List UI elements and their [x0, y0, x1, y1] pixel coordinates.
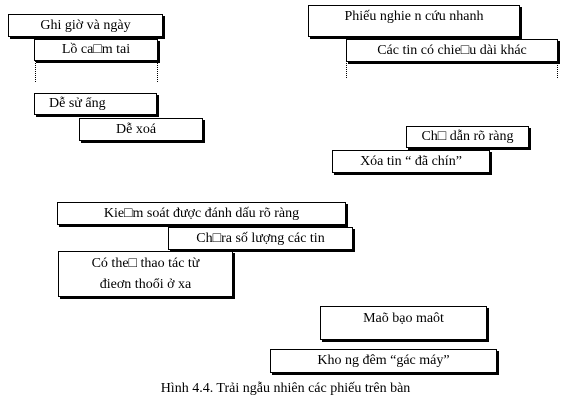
card-thao-tac-tu-xa: Có the□ thao tác từ đieơn thoổi ở xa — [58, 251, 233, 297]
card-de-su-dung: Dễ sử ẩng — [34, 93, 157, 115]
card-ghi-gio-va-ngay: Ghi giờ và ngày — [8, 14, 163, 37]
card-thao-tac-line-1: Có the□ thao tác từ — [91, 256, 200, 271]
guide-line-right-1 — [346, 60, 347, 78]
card-lo-cam-tai: Lồ ca□m tai — [34, 39, 158, 61]
guide-line-left-2 — [157, 60, 158, 82]
card-khong-dem-gac-may: Kho ng đêm “gác máy” — [270, 349, 497, 373]
card-de-xoa: Dễ xoá — [79, 118, 203, 141]
card-cac-tin-co-chieu-dai-khac: Các tin có chie□u dài khác — [346, 39, 558, 62]
card-xoa-tin-da-chin: Xóa tin “ đã chín” — [332, 150, 490, 173]
guide-line-left-1 — [35, 60, 36, 82]
card-thao-tac-line-2: đieơn thoổi ở xa — [99, 277, 192, 292]
card-kiem-soat-danh-dau: Kie□m soát được đánh dấu rõ ràng — [57, 202, 346, 225]
figure-caption: Hình 4.4. Trải ngẫu nhiên các phiếu trên… — [160, 381, 411, 396]
card-chi-ra-so-luong-cac-tin: Ch□ra số lượng các tin — [168, 227, 353, 250]
card-phieu-nghien-cuu-nhanh: Phiếu nghie n cứu nhanh — [308, 5, 520, 37]
guide-line-right-2 — [557, 60, 558, 78]
card-ma-bao-mat: Maõ bạo maôt — [320, 306, 487, 340]
card-chi-dan-ro-rang: Ch□ dẫn rõ ràng — [406, 126, 529, 148]
